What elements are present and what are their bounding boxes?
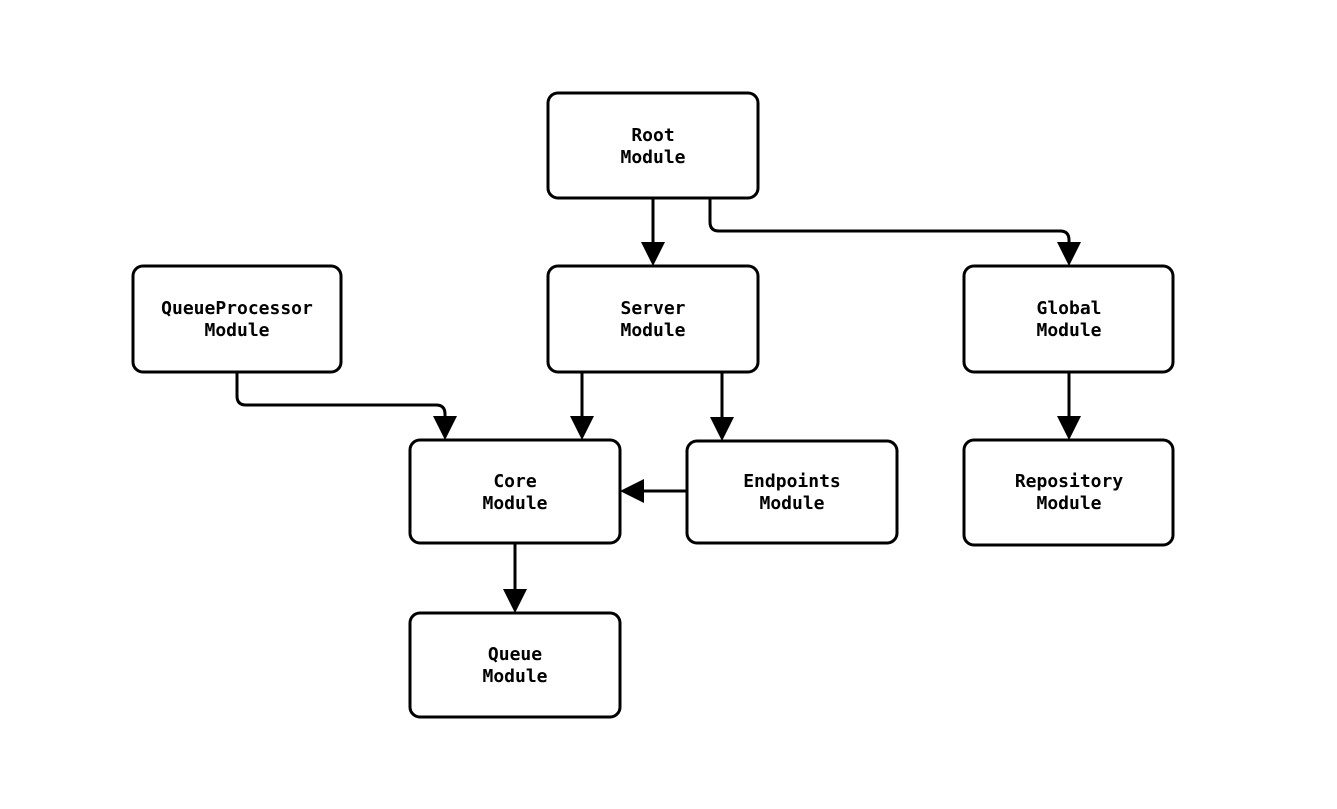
node-repository-module[interactable]: Repository Module xyxy=(962,438,1175,547)
node-label-line2: Module xyxy=(1036,493,1101,514)
node-queueprocessor-module[interactable]: QueueProcessor Module xyxy=(131,264,343,374)
edge-root-to-global xyxy=(708,198,1081,266)
edge-line xyxy=(708,198,1071,245)
arrow-head-icon xyxy=(1057,242,1081,266)
node-box[interactable] xyxy=(408,438,622,545)
node-server-module[interactable]: Server Module xyxy=(546,264,760,374)
edge-line xyxy=(235,372,447,419)
edge-core-to-queue xyxy=(503,543,527,613)
node-label-line1: Core xyxy=(493,471,537,492)
arrow-head-icon xyxy=(641,242,665,266)
edge-queueprocessor-to-core xyxy=(235,372,457,440)
edge-endpoints-to-core xyxy=(620,479,687,503)
node-box[interactable] xyxy=(546,91,760,200)
node-label-line1: Root xyxy=(631,125,674,146)
node-label-line2: Module xyxy=(204,320,269,341)
node-label-line1: Queue xyxy=(488,644,542,665)
edge-global-to-repository xyxy=(1057,372,1081,440)
node-core-module[interactable]: Core Module xyxy=(408,438,622,545)
node-label-line2: Module xyxy=(620,147,685,168)
node-global-module[interactable]: Global Module xyxy=(962,264,1175,374)
node-box[interactable] xyxy=(962,438,1175,547)
edge-server-to-endpoints xyxy=(710,372,734,441)
edge-server-to-core xyxy=(570,372,594,440)
arrow-head-icon xyxy=(620,479,644,503)
node-box[interactable] xyxy=(962,264,1175,374)
node-label-line2: Module xyxy=(482,666,547,687)
node-label-line1: Endpoints xyxy=(743,471,841,492)
node-label-line2: Module xyxy=(759,493,824,514)
node-label-line1: Repository xyxy=(1015,471,1124,492)
arrow-head-icon xyxy=(570,416,594,440)
node-endpoints-module[interactable]: Endpoints Module xyxy=(685,439,899,545)
node-box[interactable] xyxy=(546,264,760,374)
node-queue-module[interactable]: Queue Module xyxy=(408,611,622,719)
node-box[interactable] xyxy=(685,439,899,545)
node-box[interactable] xyxy=(131,264,343,374)
node-label-line2: Module xyxy=(620,320,685,341)
arrow-head-icon xyxy=(1057,416,1081,440)
arrow-head-icon xyxy=(710,417,734,441)
node-label-line2: Module xyxy=(1036,320,1101,341)
node-box[interactable] xyxy=(408,611,622,719)
node-root-module[interactable]: Root Module xyxy=(546,91,760,200)
edge-root-to-server xyxy=(641,198,665,266)
node-label-line2: Module xyxy=(482,493,547,514)
arrow-head-icon xyxy=(503,589,527,613)
node-label-line1: Global xyxy=(1036,298,1101,319)
node-label-line1: Server xyxy=(620,298,685,319)
arrow-head-icon xyxy=(433,416,457,440)
node-label-line1: QueueProcessor xyxy=(161,298,313,319)
